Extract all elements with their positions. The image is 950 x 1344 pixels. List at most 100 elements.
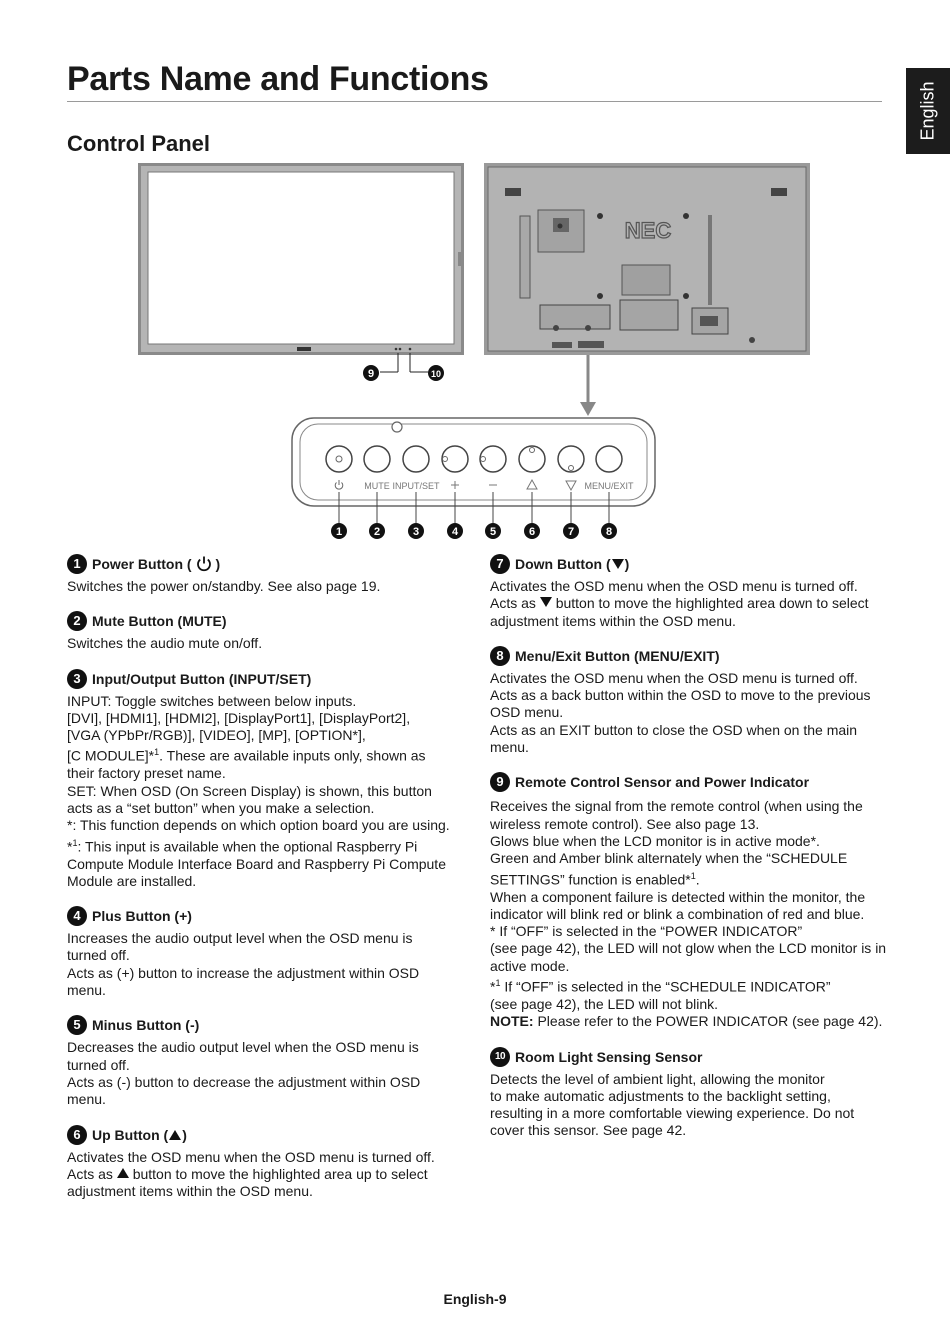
item-plus-title-text: Plus Button (+) bbox=[92, 908, 192, 925]
item-light-number: 10 bbox=[490, 1046, 510, 1067]
item-down-title: 7 Down Button ( ) bbox=[490, 552, 885, 576]
item-light-title: 10 Room Light Sensing Sensor bbox=[490, 1045, 885, 1069]
item-up-title-text: Up Button ( bbox=[92, 1126, 169, 1143]
item-minus-line: menu. bbox=[67, 1091, 106, 1108]
label-input-set: INPUT/SET bbox=[392, 481, 440, 491]
item-up-line-text: button to move the highlighted area up t… bbox=[132, 1165, 428, 1182]
item-up-number: 6 bbox=[67, 1124, 87, 1145]
item-down-line: Acts as button to move the highlighted a… bbox=[490, 595, 885, 612]
callout-3-label: 3 bbox=[413, 526, 419, 538]
up-triangle-icon bbox=[169, 1129, 182, 1140]
panel-power-button bbox=[325, 445, 353, 473]
item-remote-number: 9 bbox=[490, 772, 510, 793]
item-power: 1 Power Button ( ) Switches the power on… bbox=[67, 552, 462, 595]
item-light: 10 Room Light Sensing Sensor Detects the… bbox=[490, 1045, 885, 1140]
item-remote-line: active mode. bbox=[490, 957, 570, 974]
item-remote-note: NOTE: Please refer to the POWER INDICATO… bbox=[490, 1013, 885, 1030]
panel-mute-button bbox=[363, 445, 391, 473]
item-menu-number: 8 bbox=[490, 645, 510, 666]
item-remote-line-text: . bbox=[695, 871, 700, 888]
callout-6: 6 bbox=[524, 523, 540, 539]
item-input-line-text: * bbox=[67, 838, 73, 855]
callout-3: 3 bbox=[408, 523, 424, 539]
item-input-line: their factory preset name. bbox=[67, 765, 226, 782]
item-plus: 4 Plus Button (+) Increases the audio ou… bbox=[67, 904, 462, 999]
item-power-title-end: ) bbox=[215, 556, 221, 572]
panel-input-set-button bbox=[402, 445, 430, 473]
item-down-line-text: button to move the highlighted area down… bbox=[555, 595, 869, 612]
item-minus-line: Acts as (-) button to decrease the adjus… bbox=[67, 1073, 421, 1090]
item-input-line-text: : This input is available when the optio… bbox=[77, 838, 418, 855]
monitor-front-view bbox=[138, 163, 464, 373]
panel-up-button bbox=[518, 445, 546, 473]
item-input-line: Module are installed. bbox=[67, 872, 197, 889]
note-label: NOTE: bbox=[490, 1013, 534, 1030]
item-remote-line: SETTINGS” function is enabled*1. bbox=[490, 868, 885, 889]
item-light-line: resulting in a more comfortable viewing … bbox=[490, 1105, 855, 1122]
panel-minus-button bbox=[479, 445, 507, 473]
up-triangle-icon bbox=[116, 1167, 129, 1178]
item-minus-number: 5 bbox=[67, 1015, 87, 1036]
up-symbol-icon bbox=[526, 478, 538, 490]
item-down-line: Activates the OSD menu when the OSD menu… bbox=[490, 578, 858, 594]
down-symbol-icon bbox=[565, 480, 577, 492]
item-mute-title-text: Mute Button (MUTE) bbox=[92, 613, 227, 630]
item-remote-line: Receives the signal from the remote cont… bbox=[490, 798, 863, 815]
callout-10: 10 bbox=[428, 365, 444, 381]
item-menu-line: Activates the OSD menu when the OSD menu… bbox=[490, 669, 858, 686]
item-down-line: adjustment items within the OSD menu. bbox=[490, 612, 736, 629]
item-input-title-text: Input/Output Button (INPUT/SET) bbox=[92, 670, 312, 687]
language-tab: English bbox=[906, 68, 950, 154]
item-minus: 5 Minus Button (-) Decreases the audio o… bbox=[67, 1013, 462, 1108]
item-power-title-text: Power Button ( bbox=[92, 556, 192, 572]
item-minus-title: 5 Minus Button (-) bbox=[67, 1013, 462, 1037]
callout-7: 7 bbox=[563, 523, 579, 539]
nec-logo: NEC bbox=[625, 218, 672, 243]
footnote-mark: 1 bbox=[154, 747, 160, 758]
callout-9-label: 9 bbox=[368, 368, 374, 380]
item-minus-line: turned off. bbox=[67, 1056, 130, 1073]
left-column: 1 Power Button ( ) Switches the power on… bbox=[67, 552, 462, 1214]
power-icon bbox=[196, 556, 211, 572]
item-light-line: cover this sensor. See page 42. bbox=[490, 1122, 687, 1139]
right-column: 7 Down Button ( ) Activates the OSD menu… bbox=[490, 552, 887, 1154]
plus-symbol-icon bbox=[451, 481, 459, 489]
item-minus-line: Decreases the audio output level when th… bbox=[67, 1039, 419, 1056]
item-light-line: to make automatic adjustments to the bac… bbox=[490, 1087, 831, 1104]
item-remote-line: (see page 42), the LED will not glow whe… bbox=[490, 940, 887, 957]
callout-5: 5 bbox=[485, 523, 501, 539]
item-remote: 9 Remote Control Sensor and Power Indica… bbox=[490, 770, 887, 1030]
note-text: Please refer to the POWER INDICATOR (see… bbox=[537, 1013, 883, 1030]
panel-menu-exit-button bbox=[595, 445, 623, 473]
item-input-number: 3 bbox=[67, 668, 87, 689]
item-plus-line: Acts as (+) button to increase the adjus… bbox=[67, 964, 420, 981]
item-input-line: Compute Module Interface Board and Raspb… bbox=[67, 855, 446, 872]
item-up: 6 Up Button ( ) Activates the OSD menu w… bbox=[67, 1123, 462, 1201]
callout-9: 9 bbox=[363, 365, 379, 381]
item-down-line-text: Acts as bbox=[490, 595, 536, 612]
item-menu-title-text: Menu/Exit Button (MENU/EXIT) bbox=[515, 647, 720, 664]
item-input-line-text: . These are available inputs only, shown… bbox=[159, 748, 426, 765]
item-remote-line: (see page 42), the LED will not blink. bbox=[490, 995, 719, 1012]
item-remote-line: Green and Amber blink alternately when t… bbox=[490, 850, 848, 867]
callout-4: 4 bbox=[447, 523, 463, 539]
item-input-line: [DVI], [HDMI1], [HDMI2], [DisplayPort1],… bbox=[67, 709, 411, 726]
item-remote-line-text: * bbox=[490, 978, 496, 995]
footnote-mark: 1 bbox=[72, 837, 78, 848]
item-menu-line: Acts as a back button within the OSD to … bbox=[490, 687, 871, 704]
item-remote-line: When a component failure is detected wit… bbox=[490, 888, 866, 905]
callout-1: 1 bbox=[331, 523, 347, 539]
item-up-title-end: ) bbox=[182, 1126, 187, 1143]
item-light-title-text: Room Light Sensing Sensor bbox=[515, 1048, 703, 1065]
item-input-line: [VGA (YPbPr/RGB)], [VIDEO], [MP], [OPTIO… bbox=[67, 727, 366, 744]
item-light-line: Detects the level of ambient light, allo… bbox=[490, 1070, 825, 1087]
item-remote-line-text: If “OFF” is selected in the “SCHEDULE IN… bbox=[500, 978, 831, 995]
item-up-line: Acts as button to move the highlighted a… bbox=[67, 1166, 462, 1183]
item-input-line: *1: This input is available when the opt… bbox=[67, 835, 462, 856]
item-power-number: 1 bbox=[67, 554, 87, 574]
item-mute-number: 2 bbox=[67, 611, 87, 632]
item-up-line: Activates the OSD menu when the OSD menu… bbox=[67, 1148, 435, 1165]
item-input: 3 Input/Output Button (INPUT/SET) INPUT:… bbox=[67, 667, 462, 891]
item-remote-line: * If “OFF” is selected in the “POWER IND… bbox=[490, 923, 803, 940]
item-down: 7 Down Button ( ) Activates the OSD menu… bbox=[490, 552, 885, 630]
